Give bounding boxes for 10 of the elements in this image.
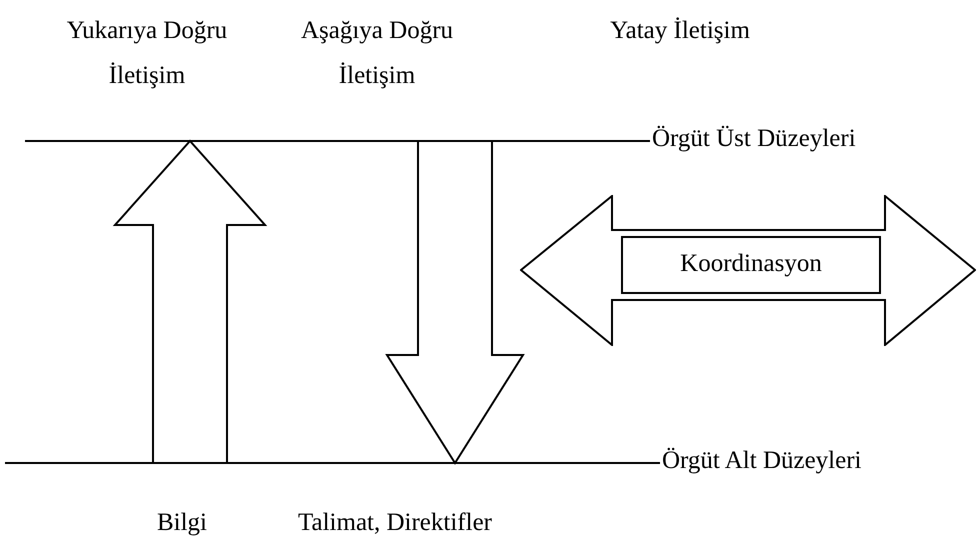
arrow-label: Koordinasyon: [679, 250, 823, 278]
column-heading: Yatay İletişim: [609, 16, 751, 46]
level-label: Örgüt Alt Düzeyleri: [662, 447, 862, 475]
arrow-caption: Bilgi: [156, 508, 208, 538]
block-arrow: [385, 140, 525, 465]
column-heading: Aşağıya Doğru İletişim: [300, 16, 454, 91]
level-label: Örgüt Üst Düzeyleri: [652, 125, 856, 153]
block-arrow: [112, 140, 268, 464]
arrow-caption: Talimat, Direktifler: [296, 508, 493, 538]
column-heading: Yukarıya Doğru İletişim: [66, 16, 228, 91]
